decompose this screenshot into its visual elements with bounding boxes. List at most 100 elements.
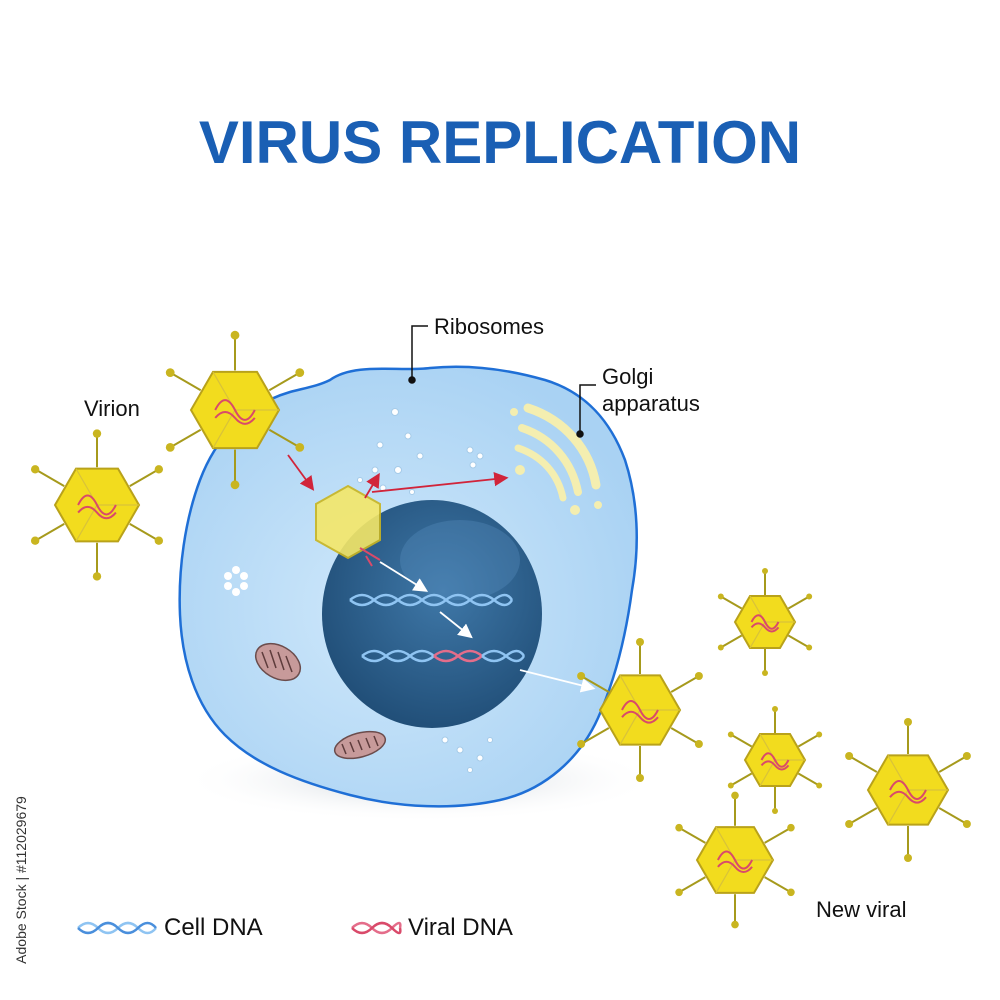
virion-free <box>30 429 164 581</box>
virus-spike-tip <box>904 854 912 862</box>
virus-spike-tip <box>762 568 768 574</box>
mitochondrion-2 <box>333 730 387 760</box>
new-virus-5 <box>675 791 795 929</box>
virus-spike <box>670 675 700 693</box>
virus-spike <box>938 755 968 773</box>
virus-spike-tip <box>845 752 854 760</box>
virus-spike-tip <box>295 443 305 452</box>
virus-genome <box>889 780 927 804</box>
virus-spike-tip <box>92 572 102 581</box>
ribosome-dots <box>357 408 493 773</box>
virus-genome <box>760 752 790 771</box>
virus-spike <box>730 733 753 748</box>
virus-spike-tip <box>727 782 734 789</box>
new-virus-1 <box>717 568 813 676</box>
virus-spike <box>730 772 753 787</box>
virus-spike-tip <box>962 820 971 828</box>
virus-spike-tip <box>165 443 175 452</box>
virus-spike-tip <box>675 823 683 832</box>
virus-spike-tip <box>675 888 683 897</box>
new-virus-4 <box>845 718 971 862</box>
virus-spike <box>720 595 743 610</box>
virus-spike-tip <box>295 368 305 377</box>
virus-spike-tip <box>694 672 703 680</box>
virus-spike-tip <box>731 920 739 929</box>
virus-spike <box>938 807 968 825</box>
ribosomes-label: Ribosomes <box>434 314 545 339</box>
virus-facet-line <box>715 859 736 894</box>
virus-facet-line <box>75 504 98 542</box>
virus-spike <box>678 826 706 844</box>
vesicle-ring <box>224 566 248 596</box>
virus-spike-tip <box>230 330 240 340</box>
cell-dna-legend-icon <box>77 921 157 935</box>
virus-spike-tip <box>30 536 40 545</box>
virus-spike <box>268 428 301 449</box>
virus-group <box>30 330 971 929</box>
virus-spike-tip <box>154 536 164 545</box>
virus-facet-line <box>619 709 641 745</box>
golgi-label-line1: Golgi <box>602 364 654 389</box>
virus-spike-tip <box>772 808 778 814</box>
cell-dna-strand-1 <box>349 593 514 607</box>
virus-spike-tip <box>731 791 739 800</box>
virus-genome <box>621 700 659 724</box>
virus-spike-tip <box>577 740 586 748</box>
virus-spike <box>797 733 820 748</box>
virus-spike-tip <box>717 644 724 651</box>
new-virus-2 <box>577 638 703 782</box>
virus-spike-tip <box>30 465 40 474</box>
virus-spike-tip <box>727 731 734 738</box>
legend-cell-dna: Cell DNA <box>76 914 263 942</box>
golgi-label-line2: apparatus <box>602 391 700 416</box>
virus-facet-line <box>212 409 236 449</box>
virus-spike <box>787 634 810 649</box>
virion-label: Virion <box>84 396 140 421</box>
mitochondrion-1 <box>254 642 302 682</box>
virus-genome <box>717 850 753 873</box>
nucleus <box>322 500 542 728</box>
diagram-title: VIRUS REPLICATION <box>198 109 802 176</box>
new-virus-3 <box>727 706 823 814</box>
virus-spike-tip <box>772 706 778 712</box>
virus-genome <box>750 614 780 633</box>
process-arrows <box>287 454 596 693</box>
virus-spike-tip <box>962 752 971 760</box>
virus-spike-tip <box>787 823 795 832</box>
golgi-apparatus <box>510 403 602 515</box>
virus-spike <box>848 807 878 825</box>
entering-virus <box>315 484 381 567</box>
virus-spike <box>580 675 610 693</box>
virus-spike-tip <box>816 782 823 789</box>
virus-facet-line <box>887 789 909 825</box>
virus-spike <box>787 595 810 610</box>
virus-spike-tip <box>787 888 795 897</box>
virus-genome <box>214 399 256 425</box>
virus-spike <box>169 371 202 392</box>
virus-spike-tip <box>92 429 102 438</box>
virus-genome <box>77 494 117 520</box>
stock-watermark-text: Adobe Stock | #112029679 <box>13 796 29 964</box>
virus-spike <box>169 428 202 449</box>
virus-spike <box>129 468 160 487</box>
virus-spike-tip <box>165 368 175 377</box>
virion-attached <box>165 330 305 490</box>
virus-spike-tip <box>816 731 823 738</box>
new-viral-label: New viral <box>816 897 907 922</box>
virus-spike <box>678 876 706 894</box>
virus-spike <box>34 523 65 542</box>
virus-spike-tip <box>694 740 703 748</box>
stock-watermark: Adobe Stock | #112029679 <box>6 770 36 990</box>
virus-spike-tip <box>845 820 854 828</box>
virus-spike-tip <box>806 644 813 651</box>
virus-spike-tip <box>154 465 164 474</box>
virus-spike <box>764 876 792 894</box>
virus-spike-tip <box>717 593 724 600</box>
virus-spike-tip <box>577 672 586 680</box>
virus-facet-line <box>759 759 776 787</box>
virus-spike-tip <box>904 718 912 726</box>
legend-viral-dna-label: Viral DNA <box>408 914 513 941</box>
virus-spike <box>34 468 65 487</box>
virus-facet-line <box>749 621 766 649</box>
